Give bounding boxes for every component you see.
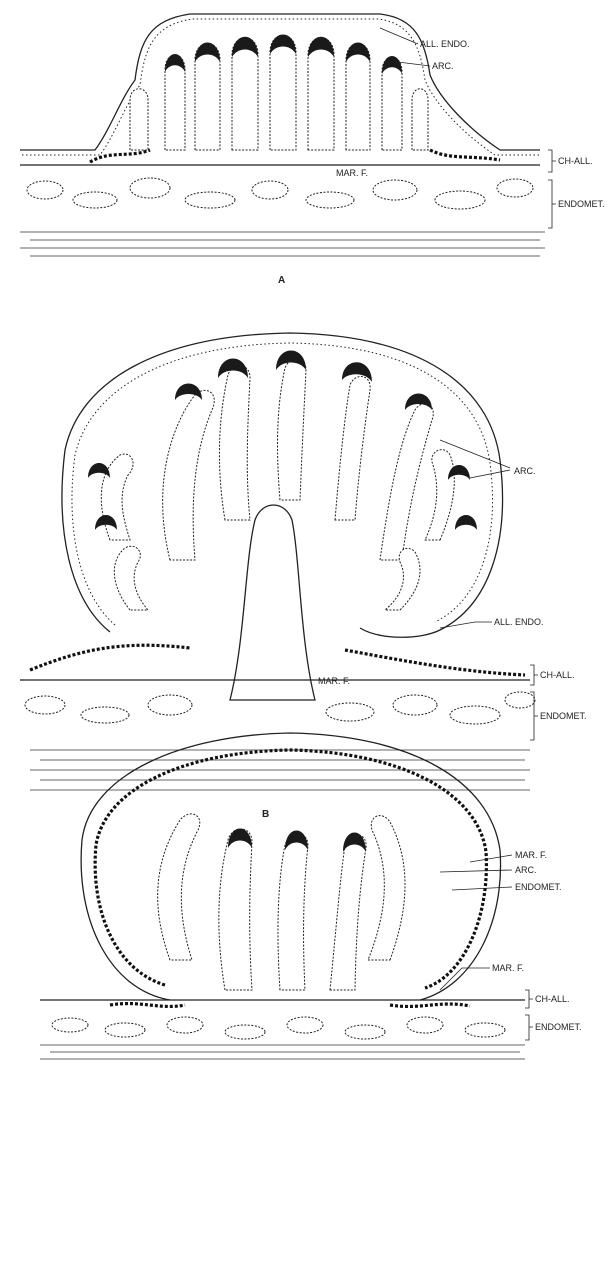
panel-c-mar-f-upper-leader xyxy=(470,855,512,862)
panel-b-villi xyxy=(101,358,454,610)
panel-a-all-endo-leader xyxy=(380,28,418,44)
panel-c-label-arc: ARC. xyxy=(515,865,537,875)
panel-c-label-endomet: ENDOMET. xyxy=(535,1022,582,1032)
panel-b-label-ch-all: CH-ALL. xyxy=(540,670,575,680)
panel-a-label-endomet: ENDOMET. xyxy=(558,199,605,209)
panel-c-arc-leader xyxy=(440,870,512,872)
panel-b-letter: B xyxy=(262,809,269,820)
panel-c-endomet-bracket xyxy=(525,1015,533,1040)
panel-c: MAR. F. ARC. ENDOMET. MAR. F. CH-ALL. EN… xyxy=(40,733,582,1059)
panel-c-label-ch-all: CH-ALL. xyxy=(535,994,570,1004)
panel-b-endometrial-glands xyxy=(25,692,535,724)
panel-a-ch-all-bracket xyxy=(548,150,556,172)
panel-c-label-mar-f-upper: MAR. F. xyxy=(515,850,547,860)
panel-a-endometrial-glands xyxy=(27,178,533,209)
panel-b-myometrium xyxy=(30,750,530,790)
panel-a-label-ch-all: CH-ALL. xyxy=(558,156,593,166)
panel-a-label-arc: ARC. xyxy=(432,61,454,71)
panel-a-villi xyxy=(130,36,428,151)
panel-c-endometrial-glands xyxy=(52,1017,505,1039)
panel-b: ARC. ALL. ENDO. CH-ALL. MAR. F. ENDOMET.… xyxy=(20,333,587,820)
panel-a-myometrium xyxy=(20,232,545,256)
panel-b-ch-all-bracket xyxy=(530,665,538,685)
panel-a-label-all-endo: ALL. ENDO. xyxy=(420,39,470,49)
panel-c-label-mar-f-lower: MAR. F. xyxy=(492,963,524,973)
panel-c-endomet-inner-leader xyxy=(452,887,512,890)
panel-b-central-stalk xyxy=(230,505,315,700)
panel-b-label-all-endo: ALL. ENDO. xyxy=(494,617,544,627)
panel-a-label-mar-f: MAR. F. xyxy=(336,168,368,178)
panel-b-label-endomet: ENDOMET. xyxy=(540,711,587,721)
panel-c-trophoblast-band xyxy=(110,1004,470,1007)
panel-a-endomet-bracket xyxy=(548,180,556,228)
panel-b-label-mar-f: MAR. F. xyxy=(318,676,350,686)
panel-a-arc-leader xyxy=(398,62,430,66)
panel-b-trophoblast-band xyxy=(30,645,525,675)
panel-b-label-arc: ARC. xyxy=(514,466,536,476)
panel-a: ALL. ENDO. ARC. CH-ALL. MAR. F. ENDOMET.… xyxy=(20,14,605,286)
panel-c-ch-all-bracket xyxy=(525,990,533,1008)
panel-c-label-endomet-inner: ENDOMET. xyxy=(515,882,562,892)
panel-c-villi xyxy=(158,814,405,990)
panel-a-letter: A xyxy=(278,275,285,286)
panel-a-trophoblast-band xyxy=(90,150,500,162)
panel-c-myometrium xyxy=(40,1045,525,1059)
